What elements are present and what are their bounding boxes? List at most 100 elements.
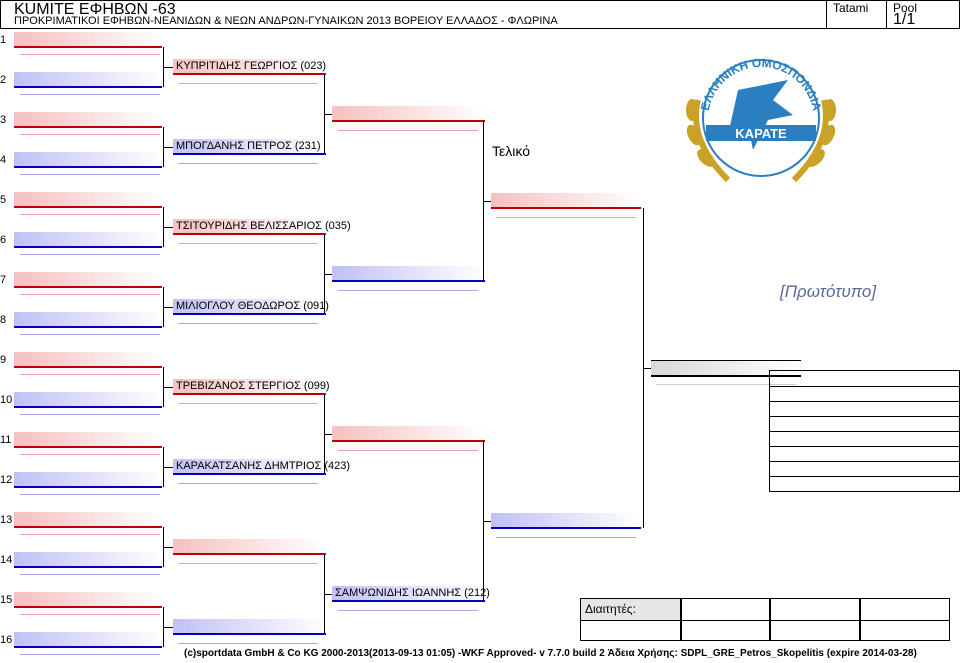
slot-number: 1	[0, 34, 7, 46]
karate-figure-icon	[728, 80, 793, 150]
slot-number: 10	[0, 394, 13, 406]
competitor-slot[interactable]	[14, 232, 162, 248]
logo-bottom-text: ΚΑΡΑΤΕ	[735, 126, 787, 141]
competitor-slot[interactable]	[173, 539, 326, 555]
slot-underline	[20, 374, 160, 375]
competitor-slot[interactable]	[14, 32, 162, 48]
competitor-slot[interactable]	[14, 192, 162, 208]
slot-underline	[20, 134, 160, 135]
referee-cell[interactable]	[680, 620, 771, 641]
slot-underline	[20, 94, 160, 95]
slot-number: 9	[0, 354, 7, 366]
slot-underline	[496, 537, 636, 538]
slot-underline	[338, 610, 478, 611]
competitor-slot[interactable]: ΚΥΠΡΙΤΙΔΗΣ ΓΕΩΡΓΙΟΣ (023)	[173, 59, 326, 75]
competitor-slot[interactable]	[14, 512, 162, 528]
slot-number: 6	[0, 234, 7, 246]
slot-underline	[178, 643, 318, 644]
slot-underline	[178, 483, 318, 484]
bracket-connector	[324, 114, 332, 115]
referee-cell[interactable]	[580, 620, 682, 641]
event-subtitle: ΠΡΟΚΡΙΜΑΤΙΚΟΙ ΕΦΗΒΩΝ-ΝΕΑΝΙΔΩΝ & ΝΕΩΝ ΑΝΔ…	[14, 15, 558, 27]
competitor-slot[interactable]	[14, 552, 162, 568]
competitor-slot[interactable]	[14, 152, 162, 168]
bracket-connector	[163, 627, 173, 628]
slot-underline	[20, 174, 160, 175]
slot-number: 8	[0, 314, 7, 326]
bracket-connector	[163, 467, 173, 468]
referee-cell[interactable]	[859, 598, 950, 621]
competitor-slot[interactable]: ΚΑΡΑΚΑΤΣΑΝΗΣ ΔΗΜΤΡΙΟΣ (423)	[173, 459, 350, 475]
referee-cell[interactable]	[859, 620, 950, 641]
bracket-connector	[483, 521, 491, 522]
slot-underline	[496, 217, 636, 218]
slot-underline	[178, 403, 318, 404]
slot-number: 2	[0, 74, 7, 86]
winner-top-line	[651, 360, 801, 361]
competitor-slot[interactable]	[14, 272, 162, 288]
competitor-slot[interactable]	[14, 392, 162, 408]
tatami-label: Tatami	[833, 1, 869, 15]
slot-underline	[20, 254, 160, 255]
table-row-divider	[770, 401, 959, 402]
bracket-connector	[163, 307, 173, 308]
prototype-watermark: [Πρωτότυπο]	[780, 282, 877, 301]
competitor-slot[interactable]	[332, 426, 485, 442]
slot-underline	[338, 130, 478, 131]
competitor-slot[interactable]	[14, 312, 162, 328]
referee-cell[interactable]	[769, 620, 861, 641]
bracket-connector	[163, 227, 173, 228]
competitor-slot[interactable]: ΤΡΕΒΙΖΑΝΟΣ ΣΤΕΡΓΙΟΣ (099)	[173, 379, 330, 395]
competitor-slot[interactable]	[14, 632, 162, 648]
bracket-connector	[483, 201, 491, 202]
competitor-slot[interactable]	[14, 112, 162, 128]
slot-number: 11	[0, 434, 12, 446]
referees-label: Διαιτητές:	[580, 598, 682, 621]
bracket-connector	[163, 67, 173, 68]
competitor-slot[interactable]	[14, 472, 162, 488]
bracket-connector	[324, 594, 332, 595]
laurel-wreath-icon	[686, 99, 836, 183]
competitor-slot[interactable]	[14, 432, 162, 448]
competitor-slot[interactable]: ΜΙΛΙΟΓΛΟΥ ΘΕΟΔΩΡΟΣ (091)	[173, 299, 329, 315]
results-table	[769, 370, 960, 492]
slot-underline	[20, 574, 160, 575]
competitor-slot[interactable]	[332, 106, 485, 122]
slot-underline	[656, 384, 796, 385]
competitor-slot[interactable]	[332, 266, 485, 282]
slot-number: 4	[0, 154, 7, 166]
finalist-slot[interactable]	[491, 193, 641, 209]
category-title: KUMITE ΕΦΗΒΩΝ -63	[14, 1, 176, 18]
competitor-slot[interactable]: ΣΑΜΨΩΝΙΔΗΣ ΙΩΑΝΝΗΣ (212)	[332, 586, 490, 602]
table-row-divider	[770, 461, 959, 462]
slot-number: 14	[0, 554, 13, 566]
competitor-slot[interactable]	[14, 72, 162, 88]
slot-number: 13	[0, 514, 13, 526]
finalist-slot[interactable]	[491, 513, 641, 529]
bracket-connector	[324, 434, 332, 435]
table-row-divider	[770, 431, 959, 432]
slot-underline	[178, 83, 318, 84]
slot-underline	[178, 323, 318, 324]
pool-value: 1/1	[893, 11, 916, 28]
table-row-divider	[770, 386, 959, 387]
competitor-slot[interactable]	[14, 592, 162, 608]
competitor-slot[interactable]: ΤΣΙΤΟΥΡΙΔΗΣ ΒΕΛΙΣΣΑΡΙΟΣ (035)	[173, 219, 351, 235]
referee-cell[interactable]	[680, 598, 771, 621]
competitor-slot[interactable]	[173, 619, 326, 635]
competitor-slot[interactable]	[14, 352, 162, 368]
table-row-divider	[770, 446, 959, 447]
bracket-connector	[324, 274, 332, 275]
winner-slot[interactable]	[651, 361, 801, 377]
table-row-divider	[770, 416, 959, 417]
bracket-connector	[163, 387, 173, 388]
slot-underline	[20, 534, 160, 535]
slot-underline	[338, 450, 478, 451]
referee-cell[interactable]	[769, 598, 861, 621]
competitor-slot[interactable]: ΜΠΟΓΔΑΝΗΣ ΠΕΤΡΟΣ (231)	[173, 139, 326, 155]
bracket-connector	[643, 368, 651, 369]
pool-label: Pool	[893, 1, 918, 15]
bracket-connector	[163, 547, 173, 548]
slot-number: 5	[0, 194, 7, 206]
slot-underline	[338, 290, 478, 291]
